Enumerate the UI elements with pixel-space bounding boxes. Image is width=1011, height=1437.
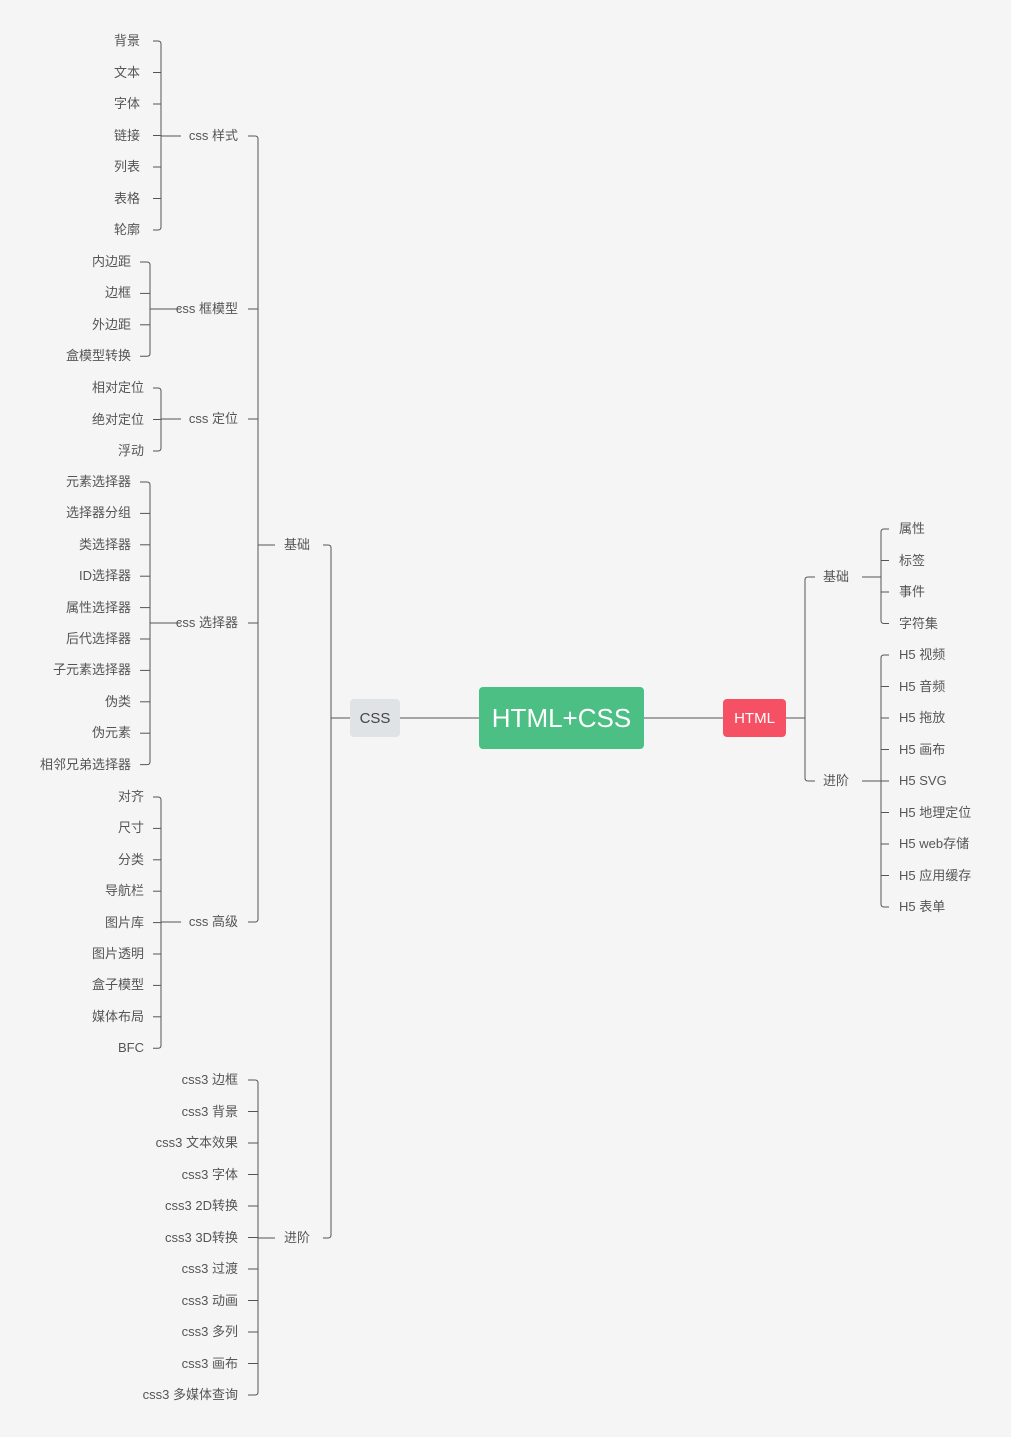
bracket — [140, 481, 151, 766]
css3-leaf-node[interactable]: css3 文本效果 — [155, 1135, 238, 1150]
css-leaf-node[interactable]: 内边距 — [91, 254, 131, 269]
bracket — [248, 135, 259, 923]
css3-leaf-node[interactable]: css3 边框 — [181, 1072, 238, 1087]
h5-leaf-node[interactable]: H5 web存储 — [899, 836, 970, 851]
css-leaf-node[interactable]: 后代选择器 — [65, 631, 131, 646]
root-node[interactable]: HTML+CSS — [479, 687, 644, 749]
css-leaf-node[interactable]: 绝对定位 — [91, 411, 144, 427]
html-leaf-node[interactable]: 事件 — [899, 584, 926, 599]
css-leaf-node[interactable]: 伪类 — [104, 693, 131, 709]
html-leaf-node[interactable]: 属性 — [899, 521, 926, 536]
h5-leaf-node[interactable]: H5 地理定位 — [899, 804, 972, 820]
css-leaf-node[interactable]: 分类 — [117, 851, 144, 867]
css-group-node[interactable]: css 高级 — [188, 914, 238, 929]
css3-leaf-node[interactable]: css3 过渡 — [181, 1261, 238, 1276]
h5-leaf-node[interactable]: H5 视频 — [899, 647, 946, 662]
css-leaf-node[interactable]: 媒体布局 — [91, 1008, 144, 1024]
h5-leaf-node[interactable]: H5 画布 — [899, 741, 946, 757]
css3-leaf-node[interactable]: css3 画布 — [181, 1355, 238, 1371]
bracket — [880, 528, 889, 624]
html-leaf-node[interactable]: 字符集 — [899, 615, 939, 631]
css-leaf-node[interactable]: 相对定位 — [91, 380, 144, 395]
bracket — [804, 576, 815, 782]
css3-leaf-node[interactable]: css3 字体 — [181, 1166, 238, 1182]
css-advanced-node[interactable]: 进阶 — [283, 1230, 310, 1245]
css-leaf-node[interactable]: 选择器分组 — [65, 505, 131, 521]
css-basic-node[interactable]: 基础 — [283, 537, 310, 552]
css3-leaf-node[interactable]: css3 动画 — [181, 1292, 238, 1308]
css-branch-node[interactable]: CSS — [350, 699, 400, 737]
css-leaf-node[interactable]: 背景 — [113, 33, 140, 48]
bracket — [140, 261, 151, 357]
css-leaf-node[interactable]: 伪元素 — [91, 725, 131, 741]
css-leaf-node[interactable]: 外边距 — [91, 316, 131, 332]
h5-leaf-node[interactable]: H5 音频 — [899, 678, 946, 694]
css-leaf-node[interactable]: 文本 — [113, 64, 140, 80]
html-advanced-node[interactable]: 进阶 — [823, 773, 850, 788]
css-leaf-node[interactable]: 盒模型转换 — [65, 348, 131, 364]
css-leaf-node[interactable]: 边框 — [104, 285, 131, 301]
css-group-node[interactable]: css 选择器 — [175, 615, 238, 630]
css-leaf-node[interactable]: 盒子模型 — [91, 977, 144, 993]
css-leaf-node[interactable]: 图片库 — [104, 914, 144, 930]
h5-leaf-node[interactable]: H5 应用缓存 — [899, 867, 972, 883]
html-leaf-node[interactable]: 标签 — [899, 552, 926, 568]
css-leaf-node[interactable]: 属性选择器 — [65, 599, 131, 615]
css-leaf-node[interactable]: 浮动 — [117, 443, 144, 458]
css-leaf-node[interactable]: 列表 — [113, 159, 140, 174]
css3-leaf-node[interactable]: css3 2D转换 — [165, 1198, 238, 1213]
css-leaf-node[interactable]: 对齐 — [117, 789, 144, 804]
css-leaf-node[interactable]: 元素选择器 — [65, 474, 131, 489]
css-leaf-node[interactable]: 轮廓 — [113, 222, 140, 237]
css3-leaf-node[interactable]: css3 多媒体查询 — [142, 1387, 238, 1402]
css-leaf-node[interactable]: 类选择器 — [78, 536, 131, 552]
css-leaf-node[interactable]: 图片透明 — [91, 946, 144, 961]
h5-leaf-node[interactable]: H5 SVG — [899, 773, 947, 788]
css-leaf-node[interactable]: 链接 — [113, 127, 140, 143]
css-leaf-node[interactable]: 字体 — [113, 96, 140, 111]
css-leaf-node[interactable]: 表格 — [113, 190, 140, 206]
css-group-node[interactable]: css 样式 — [188, 128, 238, 143]
css-leaf-node[interactable]: 相邻兄弟选择器 — [39, 756, 131, 772]
css-leaf-node[interactable]: 尺寸 — [117, 820, 144, 836]
css-leaf-node[interactable]: 导航栏 — [104, 883, 144, 899]
css-leaf-node[interactable]: BFC — [118, 1040, 144, 1056]
bracket — [323, 544, 332, 1239]
h5-leaf-node[interactable]: H5 表单 — [899, 899, 946, 914]
css-group-node[interactable]: css 框模型 — [175, 301, 238, 316]
html-branch-node[interactable]: HTML — [723, 699, 786, 737]
css3-leaf-node[interactable]: css3 多列 — [181, 1324, 238, 1339]
css-leaf-node[interactable]: ID选择器 — [78, 568, 131, 584]
css-leaf-node[interactable]: 子元素选择器 — [52, 662, 131, 678]
h5-leaf-node[interactable]: H5 拖放 — [899, 710, 946, 725]
css-group-node[interactable]: css 定位 — [188, 411, 238, 426]
css3-leaf-node[interactable]: css3 3D转换 — [165, 1229, 238, 1245]
css3-leaf-node[interactable]: css3 背景 — [181, 1103, 238, 1119]
html-basic-node[interactable]: 基础 — [823, 569, 850, 584]
